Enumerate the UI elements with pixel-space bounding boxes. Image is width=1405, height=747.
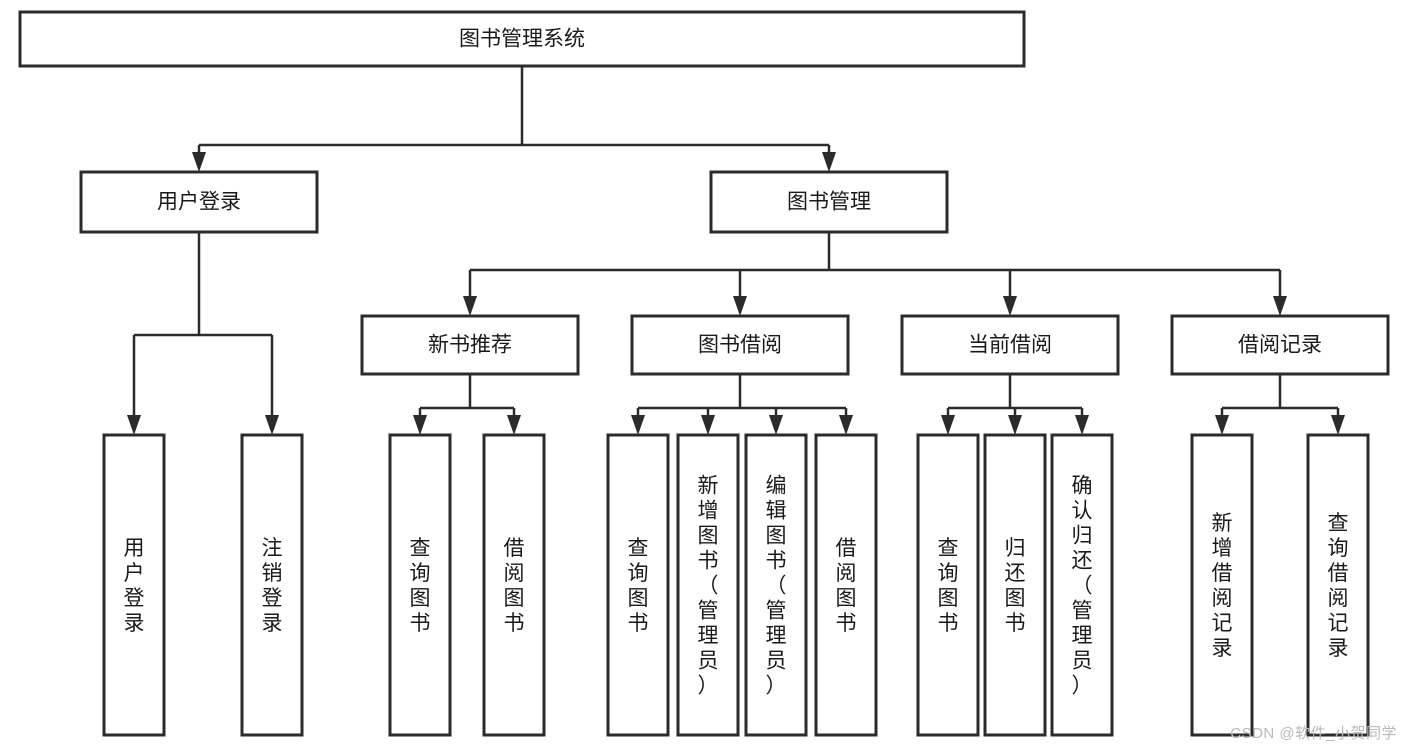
arrow-head-icon (822, 152, 836, 172)
node-leaf-用户登录[interactable]: 用户登录 (102, 433, 166, 737)
node-label: 确认归还（管理员） (1072, 475, 1093, 698)
node-label: 图书借阅 (698, 334, 782, 357)
node-label: 用户登录 (157, 191, 241, 214)
arrow-head-icon (1003, 296, 1017, 316)
node-box (240, 433, 304, 737)
node-box (606, 433, 670, 737)
node-leaf-编辑图书（管理员）[interactable]: 编辑图书（管理员） (744, 433, 808, 737)
node-label: 注销登录 (262, 537, 283, 635)
node-label: 归还图书 (1005, 537, 1026, 635)
node-l3-当前借阅[interactable]: 当前借阅 (900, 314, 1120, 376)
arrow-head-icon (769, 415, 783, 435)
node-box (814, 433, 878, 737)
watermark-label: CSDN @软件_小贺同学 (1230, 725, 1397, 742)
node-box (388, 433, 452, 737)
arrow-head-icon (413, 415, 427, 435)
node-label: 借阅图书 (836, 537, 857, 635)
node-label: 当前借阅 (968, 334, 1052, 357)
node-box (18, 10, 1026, 68)
node-leaf-借阅图书[interactable]: 借阅图书 (814, 433, 878, 737)
arrow-head-icon (631, 415, 645, 435)
node-box (1050, 433, 1114, 737)
arrow-head-icon (1075, 415, 1089, 435)
arrow-head-icon (1008, 415, 1022, 435)
node-label: 查询图书 (628, 537, 649, 635)
node-box (744, 433, 808, 737)
node-leaf-新增借阅记录[interactable]: 新增借阅记录 (1190, 433, 1254, 737)
node-label: 新增借阅记录 (1212, 512, 1233, 660)
node-leaf-注销登录[interactable]: 注销登录 (240, 433, 304, 737)
node-box (1190, 433, 1254, 737)
node-leaf-借阅图书[interactable]: 借阅图书 (482, 433, 546, 737)
node-label: 借阅图书 (504, 537, 525, 635)
node-label: 查询图书 (938, 537, 959, 635)
node-box (1306, 433, 1370, 737)
node-box (709, 170, 949, 234)
node-label: 借阅记录 (1238, 334, 1322, 357)
node-leaf-查询借阅记录[interactable]: 查询借阅记录 (1306, 433, 1370, 737)
node-root-图书管理系统[interactable]: 图书管理系统 (18, 10, 1026, 68)
node-box (900, 314, 1120, 376)
arrow-head-icon (701, 415, 715, 435)
node-leaf-确认归还（管理员）[interactable]: 确认归还（管理员） (1050, 433, 1114, 737)
node-leaf-查询图书[interactable]: 查询图书 (388, 433, 452, 737)
arrow-head-icon (839, 415, 853, 435)
node-leaf-查询图书[interactable]: 查询图书 (916, 433, 980, 737)
node-l3-借阅记录[interactable]: 借阅记录 (1170, 314, 1390, 376)
node-label: 查询借阅记录 (1328, 512, 1349, 660)
node-box (676, 433, 740, 737)
arrow-head-icon (1273, 296, 1287, 316)
arrow-head-icon (941, 415, 955, 435)
arrow-head-icon (127, 415, 141, 435)
node-leaf-归还图书[interactable]: 归还图书 (983, 433, 1047, 737)
node-label: 图书管理系统 (459, 28, 585, 51)
node-l3-新书推荐[interactable]: 新书推荐 (360, 314, 580, 376)
node-box (482, 433, 546, 737)
node-box (79, 170, 319, 234)
node-box (360, 314, 580, 376)
node-leaf-查询图书[interactable]: 查询图书 (606, 433, 670, 737)
node-box (1170, 314, 1390, 376)
arrow-head-icon (733, 296, 747, 316)
node-box (916, 433, 980, 737)
arrow-head-icon (192, 152, 206, 172)
node-label: 图书管理 (787, 191, 871, 214)
node-label: 查询图书 (410, 537, 431, 635)
arrow-head-icon (1215, 415, 1229, 435)
node-leaf-新增图书（管理员）[interactable]: 新增图书（管理员） (676, 433, 740, 737)
node-box (630, 314, 850, 376)
arrow-head-icon (463, 296, 477, 316)
arrow-head-icon (1331, 415, 1345, 435)
node-box (983, 433, 1047, 737)
node-box (102, 433, 166, 737)
node-l3-图书借阅[interactable]: 图书借阅 (630, 314, 850, 376)
arrow-head-icon (507, 415, 521, 435)
node-label: 新书推荐 (428, 334, 512, 357)
node-l2-图书管理[interactable]: 图书管理 (709, 170, 949, 234)
node-l2-用户登录[interactable]: 用户登录 (79, 170, 319, 234)
arrow-head-icon (265, 415, 279, 435)
node-label: 编辑图书（管理员） (766, 475, 787, 698)
node-label: 新增图书（管理员） (698, 475, 719, 698)
node-label: 用户登录 (124, 537, 145, 635)
